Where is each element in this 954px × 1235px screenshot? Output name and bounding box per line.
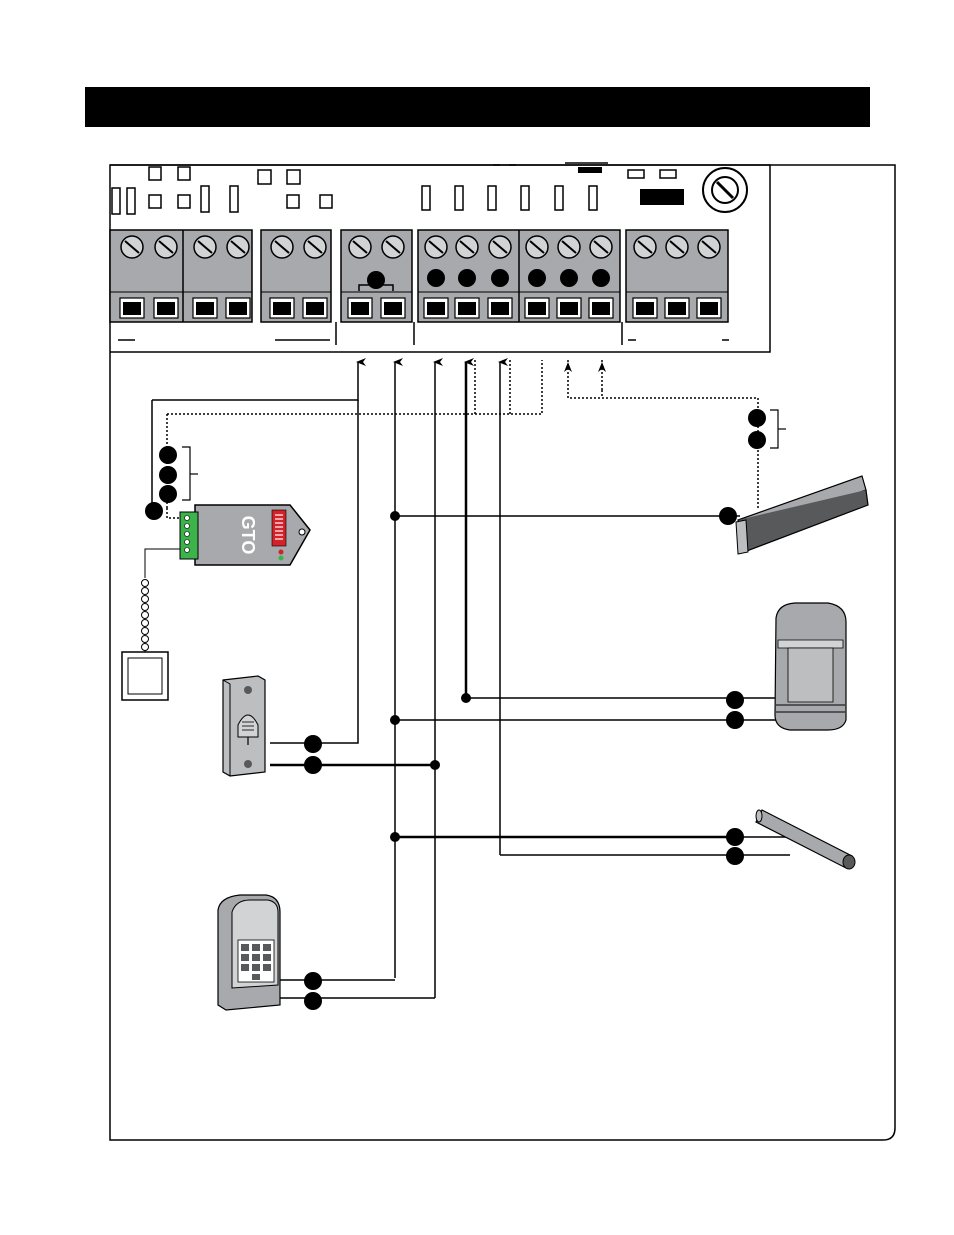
gto-receiver: GTO — [122, 505, 310, 700]
junction-dots — [390, 511, 471, 842]
wireless-keypad — [218, 895, 280, 1010]
board-potentiometer-knob — [703, 168, 747, 212]
motion-sensor — [775, 603, 846, 730]
board-components — [112, 167, 676, 214]
board-dark-chip — [640, 189, 684, 205]
push-button-station — [223, 676, 265, 776]
gto-logo: GTO — [238, 516, 258, 555]
safety-edge — [736, 476, 868, 554]
vehicle-sensor-probe — [756, 810, 855, 869]
board-dark-chip-small — [578, 167, 602, 173]
